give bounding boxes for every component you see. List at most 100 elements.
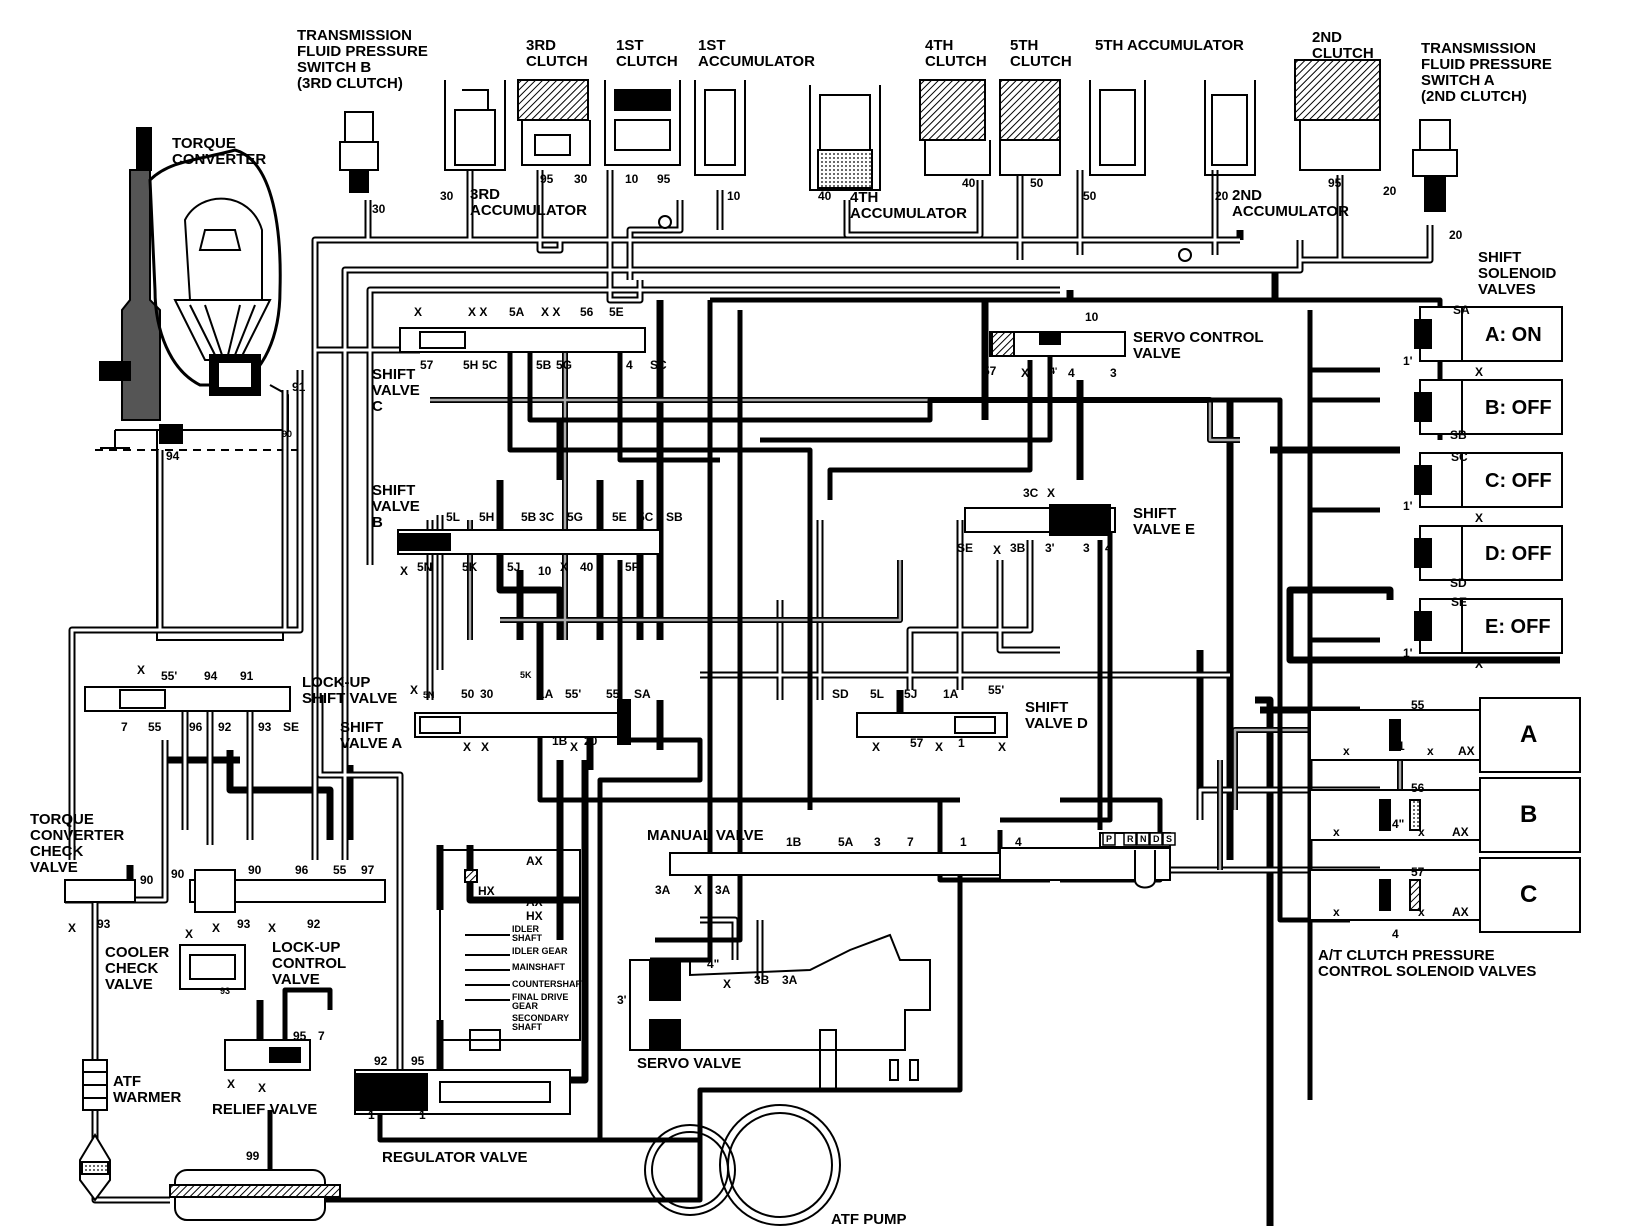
solenoid-e-state: E: OFF: [1485, 616, 1551, 638]
port-label: AX: [1452, 825, 1469, 839]
clutch-2nd-body: [1294, 59, 1381, 171]
port-label: 4: [1105, 541, 1112, 555]
port-label: 92: [218, 720, 232, 734]
port-label: 94: [166, 449, 180, 463]
port-label: 1': [1403, 354, 1413, 368]
shift-valve-c-body: [399, 327, 646, 353]
port-label: 93: [258, 720, 272, 734]
port-label: X X: [468, 305, 488, 319]
port-label: 57: [420, 358, 434, 372]
port-label: SC: [650, 358, 667, 372]
port-label: 30: [480, 687, 494, 701]
shift-solenoid-stack: [1414, 306, 1563, 654]
clutch-4th-label: 4TH CLUTCH: [925, 37, 987, 70]
port-label: X: [414, 305, 423, 319]
port-label: 3': [1045, 541, 1055, 555]
selector-p: P: [1106, 834, 1113, 844]
shift-valve-d-label: SHIFT VALVE D: [1025, 699, 1088, 732]
shift-valve-b-label: SHIFT VALVE B: [372, 482, 420, 531]
port-label: 30: [574, 172, 588, 186]
port-label: 1: [1398, 739, 1405, 753]
port-label: 5N: [417, 560, 433, 574]
accumulator-2nd-body: [1204, 80, 1256, 176]
port-label: 55: [148, 720, 162, 734]
port-label: 4': [662, 957, 672, 971]
port-label: 4: [626, 358, 633, 372]
shift-valve-e-body: [964, 504, 1116, 536]
port-label: 40: [962, 176, 976, 190]
port-label: 55': [161, 669, 178, 683]
selector-indicator: [1102, 832, 1176, 846]
port-label: 95: [540, 172, 554, 186]
tc-check-valve-label: TORQUE CONVERTER CHECK VALVE: [30, 811, 125, 876]
port-label: 50: [1030, 176, 1044, 190]
port-label: 3': [617, 993, 627, 1007]
port-label: x: [1333, 825, 1340, 839]
shaft-ports-block: [439, 849, 581, 1041]
torque-converter-label: TORQUE CONVERTER: [172, 135, 267, 168]
port-label: 5F: [625, 560, 640, 574]
port-label: X: [1021, 366, 1030, 380]
clutch-5th-body: [999, 79, 1061, 176]
port-label: 57: [1411, 865, 1425, 879]
port-label: 1: [960, 835, 967, 849]
port-label: 20: [1449, 228, 1463, 242]
fluid-lines-inner: [65, 170, 1432, 1202]
pcsv-a-label: A: [1520, 721, 1538, 748]
solenoid-b-state: B: OFF: [1485, 397, 1552, 419]
port-label: 1B: [552, 734, 568, 748]
pcsv-c-label: C: [1520, 881, 1538, 908]
manual-valve-label: MANUAL VALVE: [647, 827, 764, 844]
solenoid-d-state: D: OFF: [1485, 543, 1552, 565]
port-label: X: [185, 927, 194, 941]
port-label: 91: [292, 380, 306, 394]
port-label: 92: [374, 1054, 388, 1068]
port-label: X: [400, 564, 409, 578]
port-label: 5L: [446, 510, 461, 524]
clutch-2nd-label: 2ND CLUTCH: [1312, 29, 1374, 62]
port-label: X: [137, 663, 146, 677]
port-label: AX: [526, 895, 543, 909]
port-label: x: [1418, 825, 1425, 839]
clutch-1st-label: 1ST CLUTCH: [616, 37, 678, 70]
atf-warmer-label: ATF WARMER: [113, 1073, 182, 1106]
pressure-switch-a-label: TRANSMISSION FLUID PRESSURE SWITCH A (2N…: [1421, 40, 1552, 105]
port-label: 90: [248, 863, 262, 877]
port-label: 5C: [638, 510, 654, 524]
shaft-label-mainshaft: MAINSHAFT: [512, 962, 565, 972]
shaft-label-countershaft: COUNTERSHAFT: [512, 979, 587, 989]
port-label: 20: [584, 734, 598, 748]
port-label: SE: [283, 720, 300, 734]
port-label: SD: [1450, 576, 1467, 590]
lock-up-control-valve-label: LOCK-UP CONTROL VALVE: [272, 939, 347, 988]
shift-valve-b-body: [397, 529, 661, 555]
pressure-switch-a-body: [1412, 119, 1458, 212]
port-label: 20: [1383, 184, 1397, 198]
accumulator-5th-body: [1089, 80, 1146, 176]
port-label: 95: [1328, 176, 1342, 190]
port-label: 5H: [479, 510, 495, 524]
port-label: 91: [240, 669, 254, 683]
port-label: 95: [657, 172, 671, 186]
port-label: 10: [538, 564, 552, 578]
accumulator-1st-body: [694, 80, 746, 176]
port-label: 50: [1083, 189, 1097, 203]
port-label: SD: [832, 687, 849, 701]
selector-r: R: [1127, 834, 1134, 844]
shift-solenoid-valves-label: SHIFT SOLENOID VALVES: [1478, 249, 1557, 298]
port-label: 56: [1411, 781, 1425, 795]
port-label: 5G: [556, 358, 573, 372]
pressure-solenoid-stack: [1309, 697, 1581, 933]
selector-d: D: [1153, 834, 1160, 844]
cooler-check-valve-body: [179, 944, 246, 990]
accumulator-1st-label: 1ST ACCUMULATOR: [698, 37, 815, 70]
shaft-label-secondary: SECONDARY SHAFT: [512, 1013, 570, 1032]
port-label: 93: [97, 917, 111, 931]
port-label: 10: [625, 172, 639, 186]
cooler-check-valve-label: COOLER CHECK VALVE: [105, 944, 170, 993]
check-balls-top: [658, 215, 1192, 262]
port-label: x: [1333, 905, 1340, 919]
at-clutch-pcsv-label: A/T CLUTCH PRESSURE CONTROL SOLENOID VAL…: [1318, 947, 1537, 980]
port-label: SA: [634, 687, 651, 701]
port-label: X: [481, 740, 490, 754]
